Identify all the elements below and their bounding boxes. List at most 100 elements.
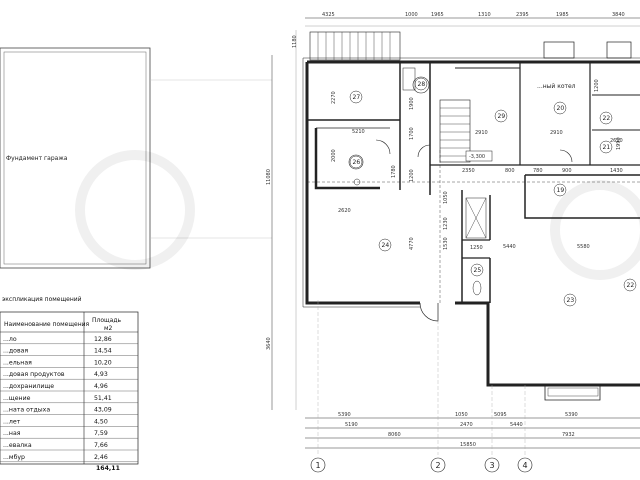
room-number: 19: [557, 187, 565, 194]
table-row-name: ...дохранилище: [3, 383, 54, 390]
inner-dim-6: 1780: [391, 165, 397, 178]
table-row-name: ...довая: [3, 348, 28, 355]
room-number-circle: [563, 293, 577, 307]
room-number-circle: [349, 155, 363, 169]
table-row-area: 43,09: [94, 407, 112, 414]
inner-dim-8: 2620: [338, 208, 351, 214]
room-number-circle: [494, 109, 508, 123]
inner-dim-5: 2000: [331, 149, 337, 162]
table-row-area: 10,20: [94, 359, 112, 366]
inner-dim-24: 1200: [594, 79, 600, 92]
table-title: экспликация помещений: [2, 296, 82, 303]
left-dim-3: 3640: [266, 337, 272, 350]
table-row-name: ...ло: [3, 336, 17, 343]
inner-dim-12: 1050: [443, 191, 449, 204]
inner-dim-23: 900: [562, 168, 572, 174]
table-row-name: ...мбур: [3, 453, 25, 461]
top-dim-label: 1000: [405, 12, 418, 18]
inner-dim-2: 1900: [409, 97, 415, 110]
room-number: 28: [418, 81, 426, 88]
bottom-dim-label: 2470: [460, 422, 473, 428]
inner-dim-18: 5580: [577, 244, 590, 250]
table-row-name: ...ная: [3, 430, 21, 437]
table-row-area: 4,50: [94, 418, 108, 425]
top-dim-label: 1965: [431, 12, 444, 18]
table-row-name: ...евалка: [3, 442, 32, 449]
room-number: 26: [353, 159, 361, 166]
building-walls: [302, 31, 640, 401]
room-number-circle: [553, 101, 567, 115]
inner-dim-25: 1990: [616, 137, 622, 150]
room-number: 22: [603, 115, 611, 122]
inner-dimensions: 2270 1900 1700 5210 2000 1780 1200 2620 …: [331, 79, 623, 251]
room-number: 20: [557, 105, 565, 112]
axis-marker-circle: [430, 457, 446, 473]
axis-marker-circle: [517, 457, 533, 473]
room-number-circle: [599, 111, 613, 125]
inner-dim-22: 780: [533, 168, 543, 174]
room-number: 21: [603, 144, 611, 151]
bottom-dim-label: 5095: [494, 412, 507, 418]
inner-dim-10: 1530: [443, 237, 449, 250]
table-row-area: 4,93: [94, 371, 108, 378]
table-row-area: 14,54: [94, 348, 112, 355]
table-row-name: ...лет: [3, 418, 21, 425]
room-number: 22: [627, 282, 635, 289]
inner-dim-17: 5440: [503, 244, 516, 250]
axis-marker-circle: [310, 457, 326, 473]
left-dim-2: 11080: [266, 169, 272, 185]
inner-dim-15: 2910: [550, 130, 563, 136]
axis-marker-label: 3: [490, 461, 495, 470]
garage-label: Фундамент гаража: [6, 155, 68, 162]
room-note: ...ный котел: [537, 83, 576, 90]
room-number-circle: [349, 90, 363, 104]
top-dim-label: 4325: [322, 12, 335, 18]
table-row-area: 12,86: [94, 336, 112, 343]
bottom-dim-label: 5390: [565, 412, 578, 418]
room-number-circle: [378, 238, 392, 252]
table-col-area: Площадь: [92, 317, 121, 324]
inner-dim-4: 5210: [352, 129, 365, 135]
inner-dim-16: 2610: [610, 138, 623, 144]
inner-dim-19: 1430: [610, 168, 623, 174]
bottom-dim-label: 5390: [338, 412, 351, 418]
table-total: 164,11: [96, 465, 120, 472]
table-row-name: ...ельная: [3, 359, 32, 366]
axis-marker-circle: [484, 457, 500, 473]
top-dim-label: 2395: [516, 12, 529, 18]
table-row-area: 7,66: [94, 442, 108, 449]
inner-dim-7: 1200: [409, 169, 415, 182]
room-number: 25: [474, 267, 482, 274]
table-row-area: 7,59: [94, 430, 108, 437]
bottom-dim-label: 5440: [510, 422, 523, 428]
top-dim-label: 1985: [556, 12, 569, 18]
inner-dim-21: 800: [505, 168, 515, 174]
top-dim-label: 3840: [612, 12, 625, 18]
axis-marker-label: 4: [523, 461, 528, 470]
left-dim-1: 1180: [292, 35, 298, 48]
top-dim-label: 1310: [478, 12, 491, 18]
room-number-circle: [623, 278, 637, 292]
room-number-circle: [470, 263, 484, 277]
top-dimensions: 4325 1000 1965 1310 2395 1985 3840: [305, 12, 640, 27]
table-row-name: ...щение: [3, 395, 31, 402]
room-number: 27: [353, 94, 361, 101]
watermark: [75, 150, 640, 280]
room-number-circle: [414, 77, 428, 91]
table-col-unit: м2: [104, 325, 113, 332]
inner-dim-3: 1700: [409, 127, 415, 140]
inner-dim-11: 1230: [443, 217, 449, 230]
table-row-area: 4,96: [94, 383, 108, 390]
table-row-area: 2,46: [94, 454, 108, 461]
table-col-name: Наименование помещения: [4, 321, 90, 328]
room-number: 24: [382, 242, 390, 249]
table-row-name: ...ната отдыха: [3, 407, 50, 414]
inner-dim-14: 2910: [475, 130, 488, 136]
room-table: экспликация помещений Наименование помещ…: [0, 296, 139, 472]
bottom-dim-label: 5190: [345, 422, 358, 428]
garage-foundation: Фундамент гаража: [0, 47, 272, 269]
